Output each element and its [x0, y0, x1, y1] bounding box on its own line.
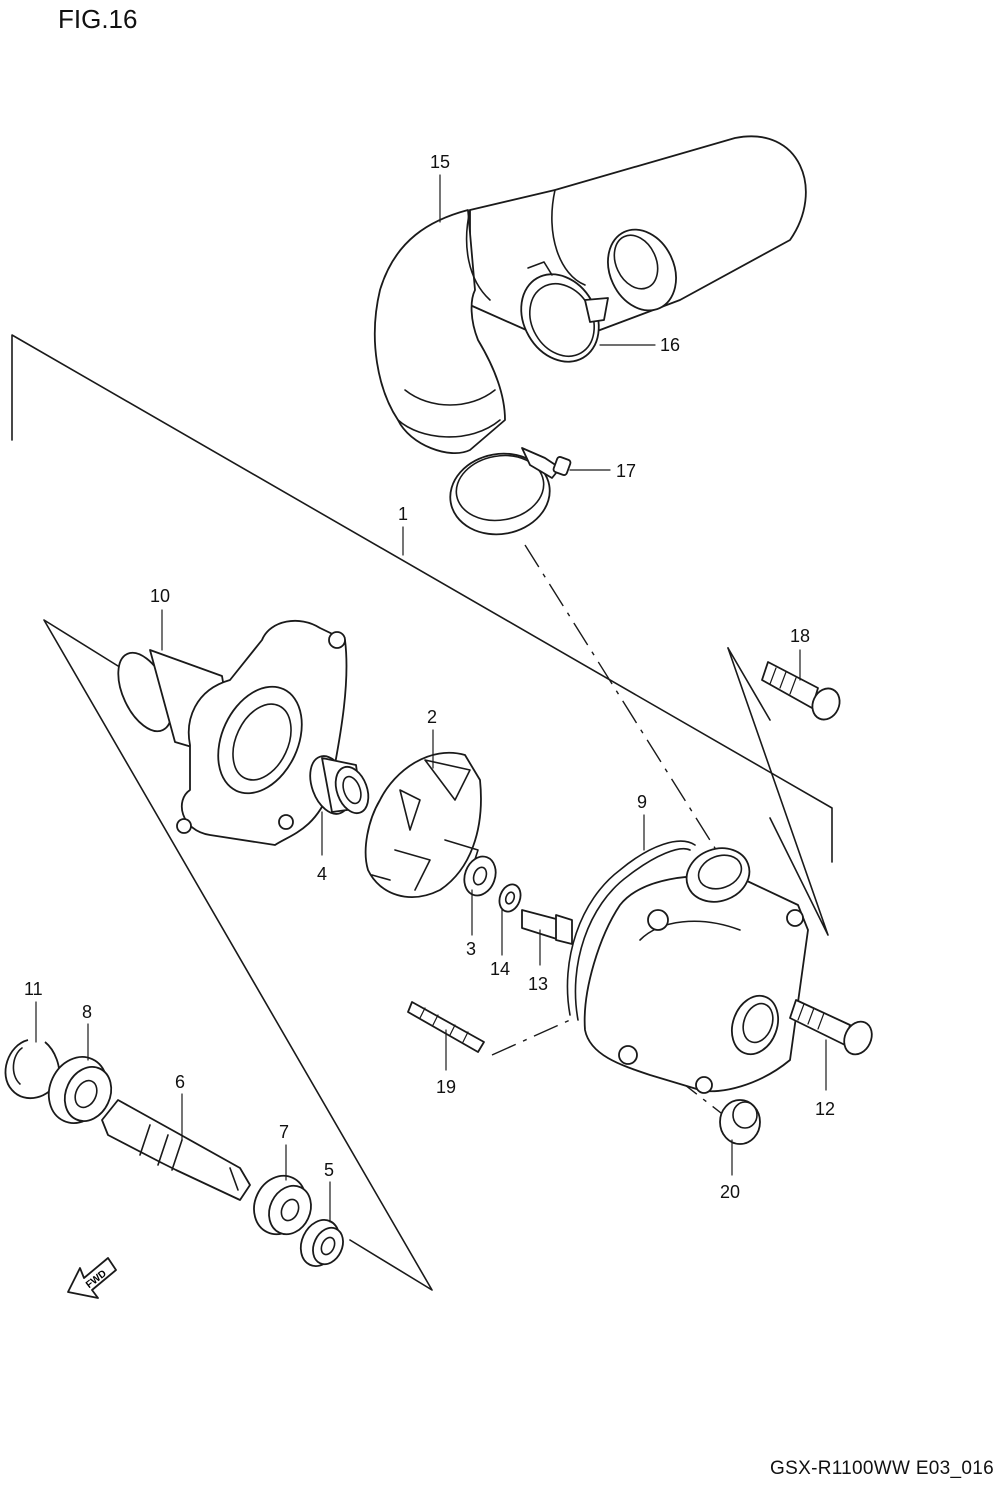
part-14-washer [498, 883, 522, 913]
callout-7: 7 [279, 1122, 289, 1142]
part-3-washer [463, 855, 497, 897]
part-2-impeller [364, 751, 482, 898]
part-18-bolt [761, 661, 841, 721]
callout-1: 1 [398, 504, 408, 524]
callout-labels: 15 16 17 1 10 18 2 9 4 3 14 13 11 8 19 6… [24, 152, 835, 1202]
part-16-hose-clamp [520, 261, 609, 363]
callout-5: 5 [324, 1160, 334, 1180]
part-15-water-hose [373, 135, 807, 455]
part-19-stud-bolt [407, 1001, 485, 1053]
callout-17: 17 [616, 461, 636, 481]
assembly-bracket-shaft [43, 619, 433, 1291]
part-9-gasket [566, 840, 696, 1021]
callout-11: 11 [24, 979, 43, 999]
part-13-bolt [521, 909, 573, 945]
callout-19: 19 [436, 1077, 456, 1097]
callout-4: 4 [317, 864, 327, 884]
part-12-bolt [789, 999, 873, 1056]
part-8-bearing [47, 1056, 113, 1124]
part-17-hose-clamp [449, 447, 572, 536]
part-4-mechanical-seal [309, 755, 370, 815]
callout-8: 8 [82, 1002, 92, 1022]
callout-14: 14 [490, 959, 510, 979]
callout-20: 20 [720, 1182, 740, 1202]
callout-6: 6 [175, 1072, 185, 1092]
callout-13: 13 [528, 974, 548, 994]
fwd-arrow-icon: FWD [67, 1257, 117, 1299]
figure-title: FIG.16 [58, 4, 138, 34]
callout-10: 10 [150, 586, 170, 606]
part-6-pump-shaft [101, 1099, 251, 1201]
callout-18: 18 [790, 626, 810, 646]
part-10-pump-case [117, 619, 348, 846]
part-water-pump-cover [583, 847, 809, 1094]
callout-3: 3 [466, 939, 476, 959]
footer-code: GSX-R1100WW E03_016 [770, 1458, 994, 1479]
callout-16: 16 [660, 335, 680, 355]
part-11-circlip [4, 1039, 60, 1099]
part-20-nut [719, 1099, 761, 1145]
callout-15: 15 [430, 152, 450, 172]
part-7-bearing [253, 1174, 312, 1236]
callout-9: 9 [637, 792, 647, 812]
callout-12: 12 [815, 1099, 835, 1119]
leader-lines [35, 174, 827, 1223]
callout-2: 2 [427, 707, 437, 727]
assembly-bracket-1 [11, 334, 833, 936]
